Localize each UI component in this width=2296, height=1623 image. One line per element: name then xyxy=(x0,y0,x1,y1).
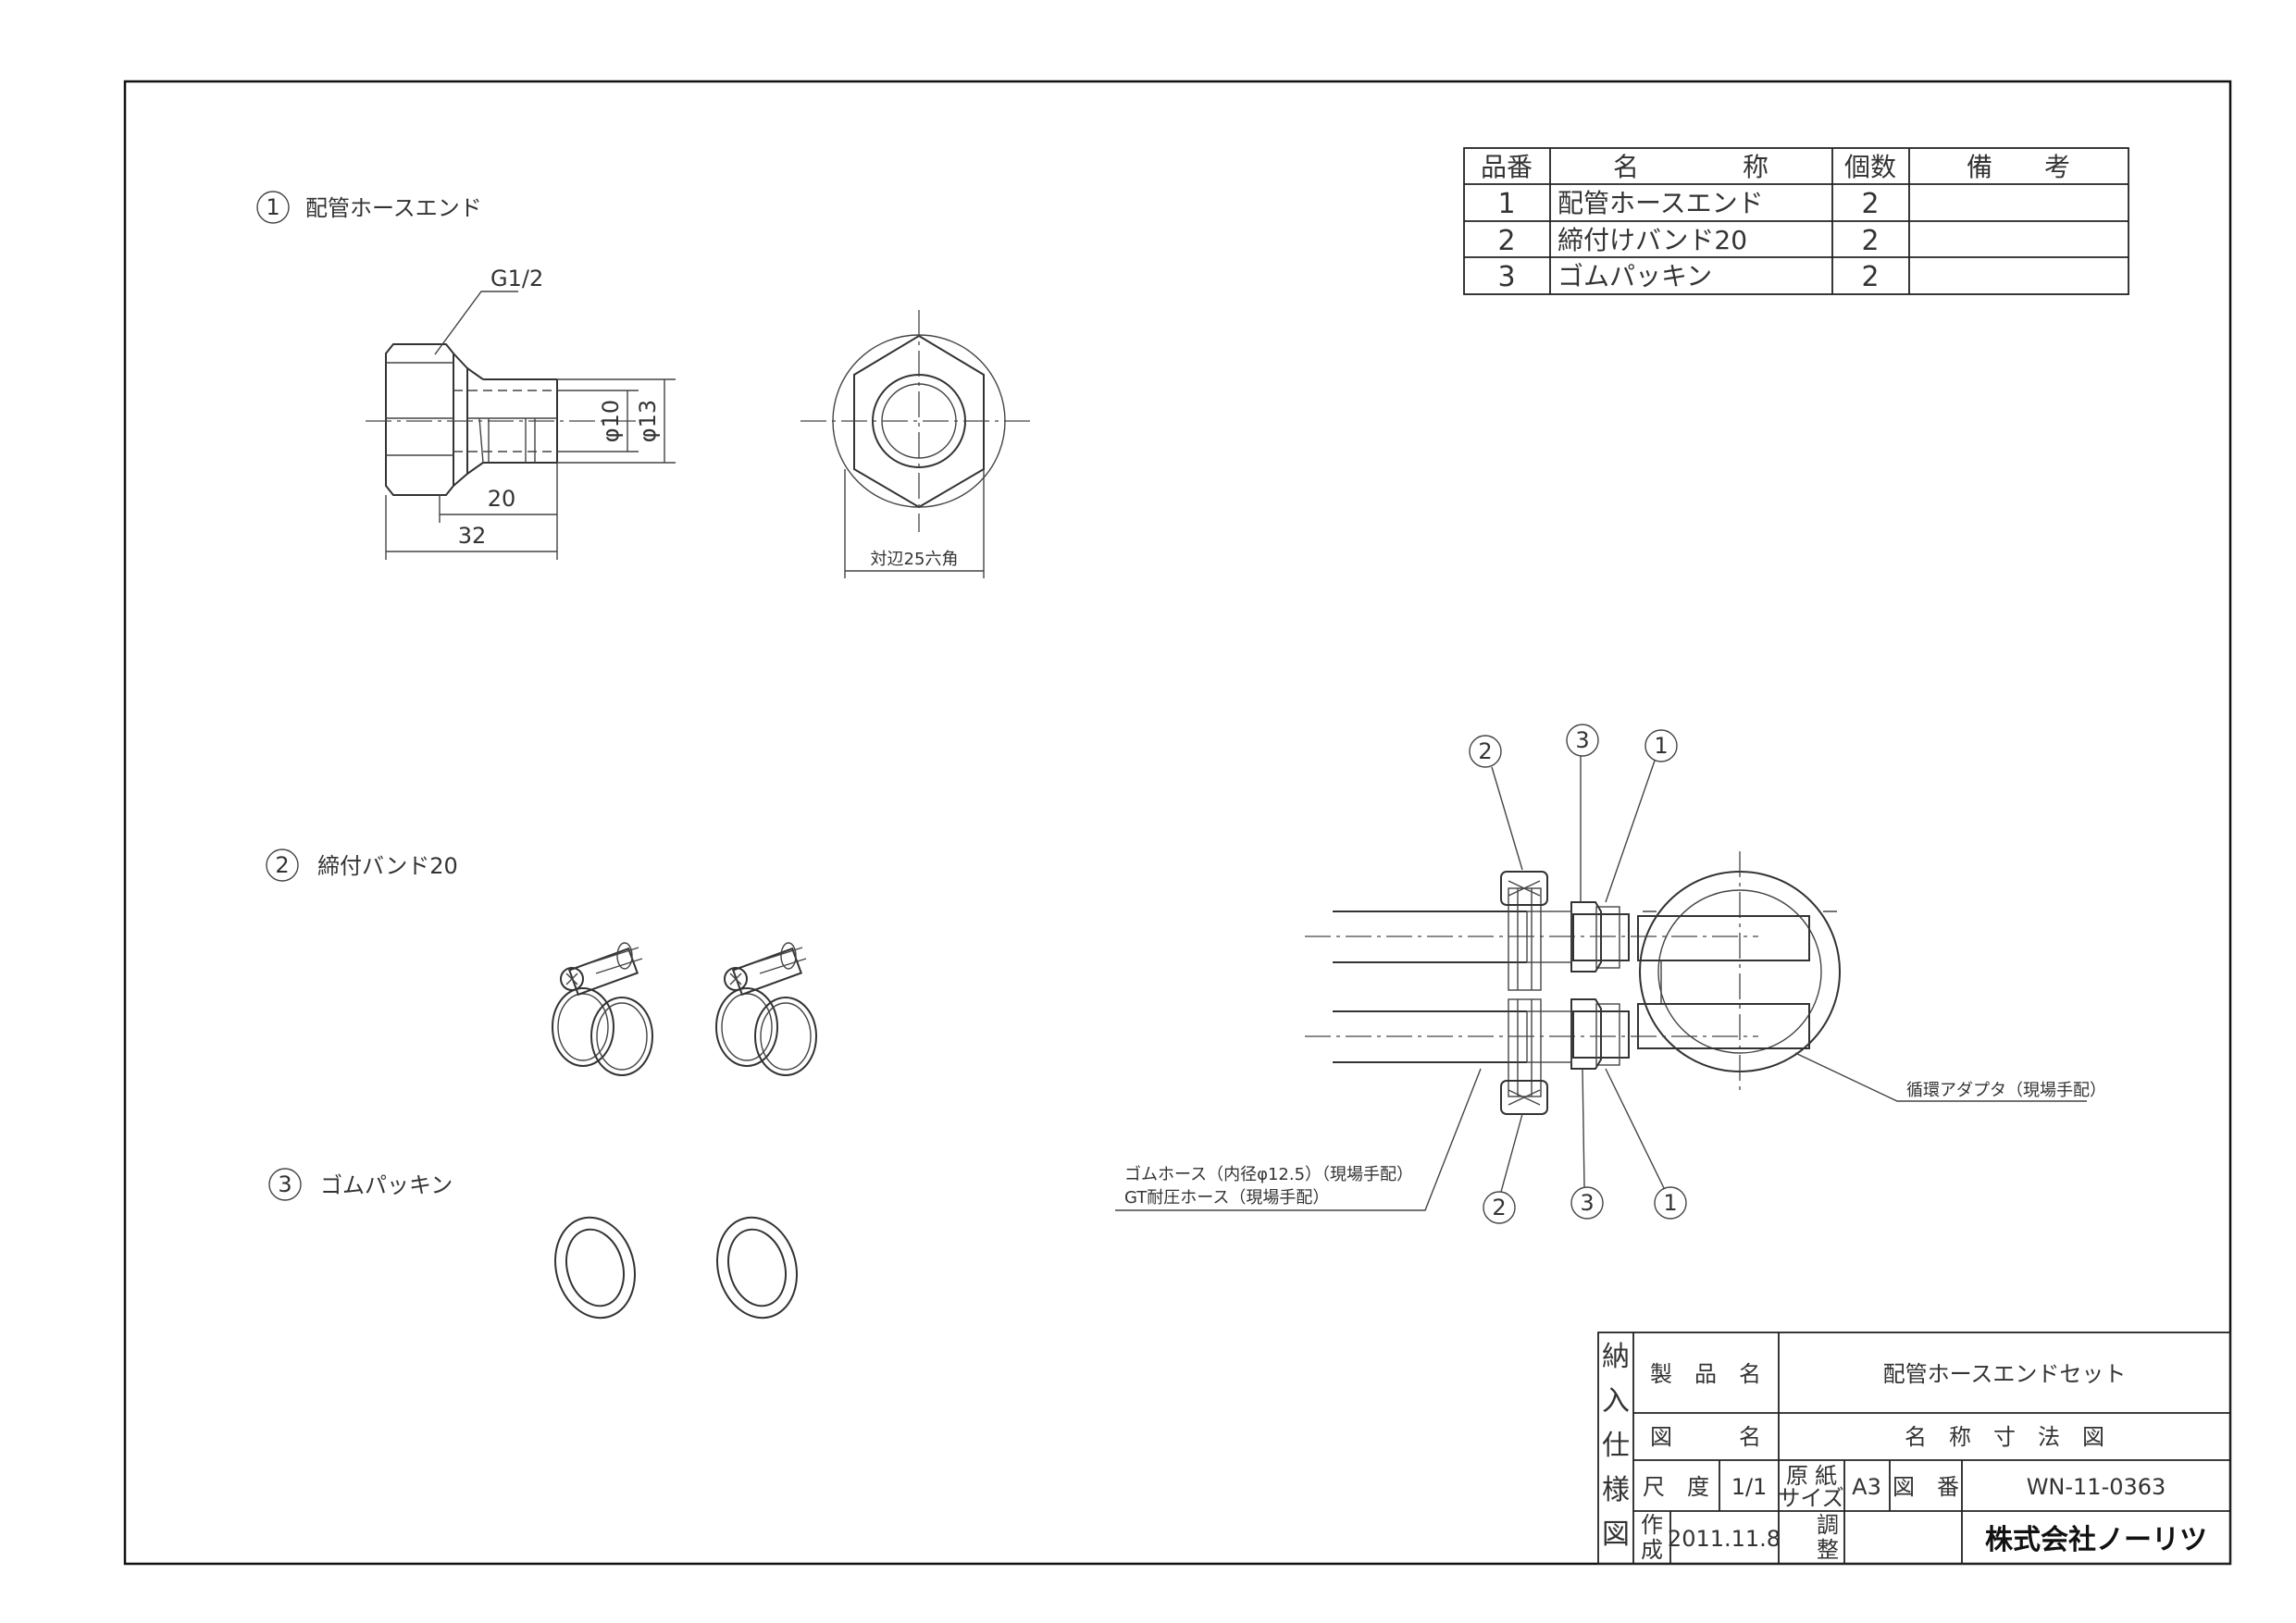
hose-end-side-view: G1/2 φ10 φ13 20 32 xyxy=(366,266,676,560)
adjust-label-1: 調 xyxy=(1817,1512,1839,1538)
table-row-3-name: ゴムパッキン xyxy=(1558,261,1712,291)
hose-end-front-view: 対辺25六角 xyxy=(800,310,1035,578)
paper-label-3: サイズ xyxy=(1778,1485,1843,1511)
side-label-2: 仕 xyxy=(1602,1430,1630,1462)
rubber-packing-2 xyxy=(716,1216,798,1319)
scale-value: 1/1 xyxy=(1731,1474,1768,1500)
section-3-number: 3 xyxy=(278,1171,292,1197)
table-header-note: 備 考 xyxy=(1967,152,2070,182)
section-2-title: 締付バンド20 xyxy=(317,853,458,879)
section-3-heading: 3 ゴムパッキン xyxy=(268,1168,453,1201)
callout-top-packing: 3 xyxy=(1575,727,1589,753)
callout-bottom-packing: 3 xyxy=(1580,1190,1594,1216)
section-1-heading: 1 配管ホースエンド xyxy=(256,191,482,224)
hose-label-gt: GT耐圧ホース（現場手配） xyxy=(1124,1188,1329,1208)
scale-label: 尺 度 xyxy=(1643,1474,1709,1500)
adjust-label-2: 整 xyxy=(1817,1537,1839,1563)
clamp-band-2 xyxy=(715,942,817,1076)
parts-table: 品番 名 称 個数 備 考 1 配管ホースエンド 2 2 締付けバンド20 2 … xyxy=(1463,147,2129,295)
dim-hex-label: 対辺25六角 xyxy=(871,550,959,569)
section-1-number: 1 xyxy=(266,194,279,220)
side-label-1: 入 xyxy=(1602,1385,1630,1418)
drawing-no: WN-11-0363 xyxy=(2027,1474,2166,1500)
table-row-3-qty: 2 xyxy=(1861,261,1879,293)
created-label-2: 成 xyxy=(1641,1537,1663,1563)
table-row-2-name: 締付けバンド20 xyxy=(1558,225,1747,255)
rubber-packing-1 xyxy=(554,1216,636,1319)
dim-total-length: 32 xyxy=(458,523,487,549)
created-date: 2011.11.8 xyxy=(1668,1526,1781,1552)
table-row-1-qty: 2 xyxy=(1861,188,1879,220)
callout-bottom-clamp: 2 xyxy=(1492,1195,1506,1220)
company-name: 株式会社ノーリツ xyxy=(1985,1524,2207,1556)
assembly-view: 2 3 1 2 3 1 循環アダプタ（現場手配） ゴムホース（内径φ12.5）（… xyxy=(1115,724,2106,1224)
product-name: 配管ホースエンドセット xyxy=(1883,1361,2127,1387)
table-header-name: 名 称 xyxy=(1613,152,1769,182)
drawing-no-label: 図 番 xyxy=(1893,1474,1959,1500)
table-row-2-qty: 2 xyxy=(1861,225,1879,257)
table-row-1-name: 配管ホースエンド xyxy=(1558,188,1764,218)
section-3-title: ゴムパッキン xyxy=(320,1172,453,1198)
drawing-name: 名 称 寸 法 図 xyxy=(1905,1424,2104,1450)
dim-thread-label: G1/2 xyxy=(490,266,543,291)
callout-top-clamp: 2 xyxy=(1478,738,1492,764)
callout-bottom-hose-end: 1 xyxy=(1663,1190,1677,1216)
paper-label-2: 紙 xyxy=(1815,1463,1837,1489)
table-row-3-no: 3 xyxy=(1497,261,1515,293)
table-row-2-no: 2 xyxy=(1497,225,1515,257)
adapter-label: 循環アダプタ（現場手配） xyxy=(1906,1081,2106,1100)
dim-barb-length: 20 xyxy=(488,486,516,512)
side-label-4: 図 xyxy=(1602,1518,1630,1551)
section-1-title: 配管ホースエンド xyxy=(305,195,482,221)
dim-inner-diameter: φ10 xyxy=(598,400,624,442)
side-label-0: 納 xyxy=(1602,1341,1630,1373)
clamp-band-1 xyxy=(552,942,653,1076)
title-block: 納 入 仕 様 図 製 品 名 配管ホースエンドセット 図 名 名 称 寸 法 … xyxy=(1597,1332,2231,1565)
section-2-number: 2 xyxy=(275,852,289,878)
callout-top-hose-end: 1 xyxy=(1654,733,1668,759)
side-label-3: 様 xyxy=(1602,1474,1630,1506)
hose-label-rubber: ゴムホース（内径φ12.5）（現場手配） xyxy=(1124,1165,1413,1184)
paper-label-1: 原 xyxy=(1786,1463,1808,1489)
paper-size: A3 xyxy=(1852,1474,1881,1500)
drawing-frame xyxy=(123,80,2232,1566)
table-header-qty: 個数 xyxy=(1844,152,1896,182)
dim-outer-diameter: φ13 xyxy=(635,400,661,442)
table-header-no: 品番 xyxy=(1481,152,1533,182)
table-row-1-no: 1 xyxy=(1497,188,1515,220)
section-2-heading: 2 締付バンド20 xyxy=(266,849,458,882)
drawing-name-label: 図 名 xyxy=(1650,1424,1761,1450)
product-name-label: 製 品 名 xyxy=(1650,1361,1761,1387)
created-label-1: 作 xyxy=(1641,1512,1663,1538)
